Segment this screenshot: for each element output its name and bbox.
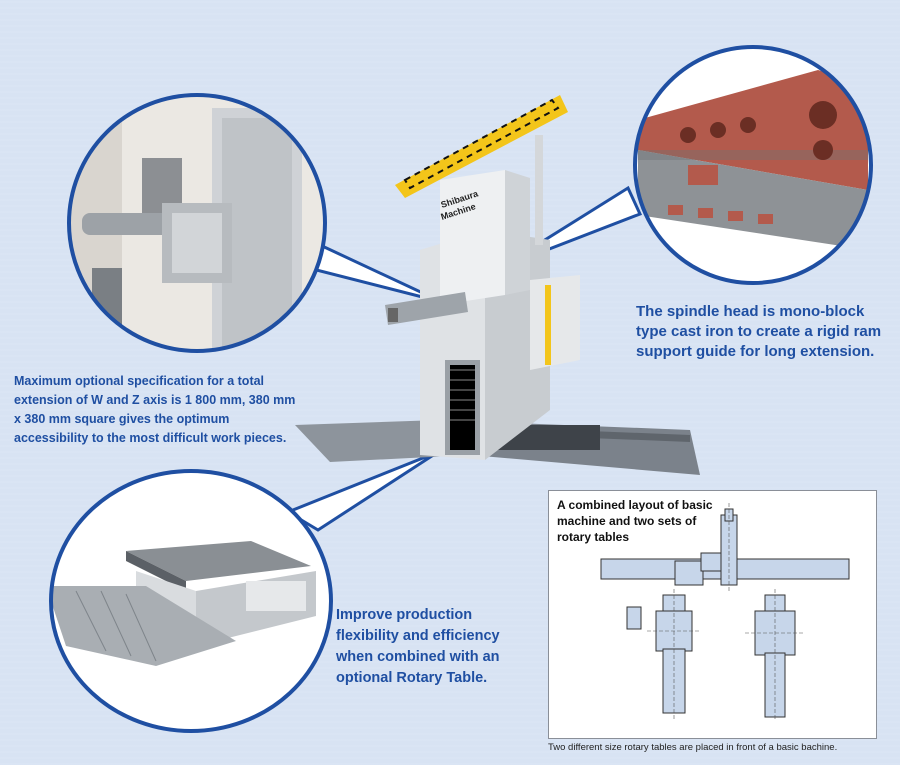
- layout-diagram: [600, 503, 850, 719]
- column-block: [674, 560, 704, 586]
- spindle-head-caption: The spindle head is mono-block type cast…: [636, 303, 882, 360]
- ram-closeup-bubble: [67, 93, 327, 353]
- small-accessory: [626, 606, 642, 630]
- machine-illustration: Shibaura Machine: [295, 95, 700, 475]
- ram: [720, 514, 738, 586]
- rotary-table-caption: Improve production flexibility and effic…: [336, 607, 500, 686]
- layout-diagram-title: A combined layout of basic machine and t…: [557, 498, 713, 544]
- layout-diagram-panel: A combined layout of basic machine and t…: [548, 490, 877, 739]
- extension-caption: Maximum optional specification for a tot…: [14, 374, 296, 445]
- layout-diagram-footnote: Two different size rotary tables are pla…: [548, 742, 838, 753]
- spindle-casting-bubble: [633, 45, 873, 285]
- rotary-table-bubble: [49, 469, 333, 733]
